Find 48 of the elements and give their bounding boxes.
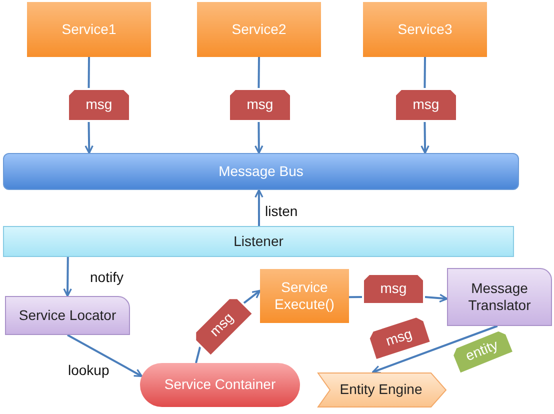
service-box [260, 269, 349, 323]
message-tag [228, 88, 292, 122]
service-box [27, 2, 151, 57]
arrow [63, 256, 72, 297]
node-label: Service3 [398, 20, 452, 38]
connector-line [88, 57, 90, 88]
node-label: Service Execute() [274, 278, 336, 314]
edge-label: notify [90, 269, 124, 286]
node-label: Service Locator [18, 306, 116, 324]
service-box [363, 2, 487, 57]
message-tag [67, 88, 131, 122]
connector-line [195, 346, 202, 364]
service-box [197, 2, 321, 57]
node-label: Message Bus [218, 162, 304, 180]
node-label: msg [380, 280, 407, 298]
chevron-shape [317, 372, 447, 408]
connector-line [258, 56, 260, 88]
arrow [420, 122, 430, 154]
container-pill [140, 363, 300, 407]
listener-bar [3, 226, 514, 257]
connector-line [349, 296, 362, 298]
node-label: Service2 [232, 20, 286, 38]
connector-line [424, 56, 426, 88]
node-label: msg [384, 325, 414, 350]
node-label: Message Translator [467, 280, 532, 314]
arrow [84, 122, 94, 154]
edge-label: lookup [68, 362, 110, 379]
node-label: msg [246, 96, 274, 114]
node-label: entity [463, 336, 501, 366]
arrow [243, 290, 261, 304]
node-label: msg [412, 96, 440, 114]
node-label: Service1 [62, 20, 116, 38]
arrow [372, 325, 498, 374]
process-box [5, 296, 130, 335]
message-bus-bar [3, 153, 519, 190]
edge-label: listen [265, 203, 298, 220]
arrow [424, 294, 448, 303]
arrow [254, 122, 264, 154]
arrow [254, 189, 264, 226]
process-box [447, 268, 552, 326]
message-tag [394, 88, 458, 122]
node-label: Entity Engine [340, 381, 422, 399]
node-label: msg [206, 309, 238, 341]
node-label: Service Container [164, 376, 276, 394]
node-label: msg [86, 96, 112, 114]
arrow [67, 334, 143, 378]
node-label: Listener [234, 232, 284, 250]
message-tag [362, 273, 425, 305]
